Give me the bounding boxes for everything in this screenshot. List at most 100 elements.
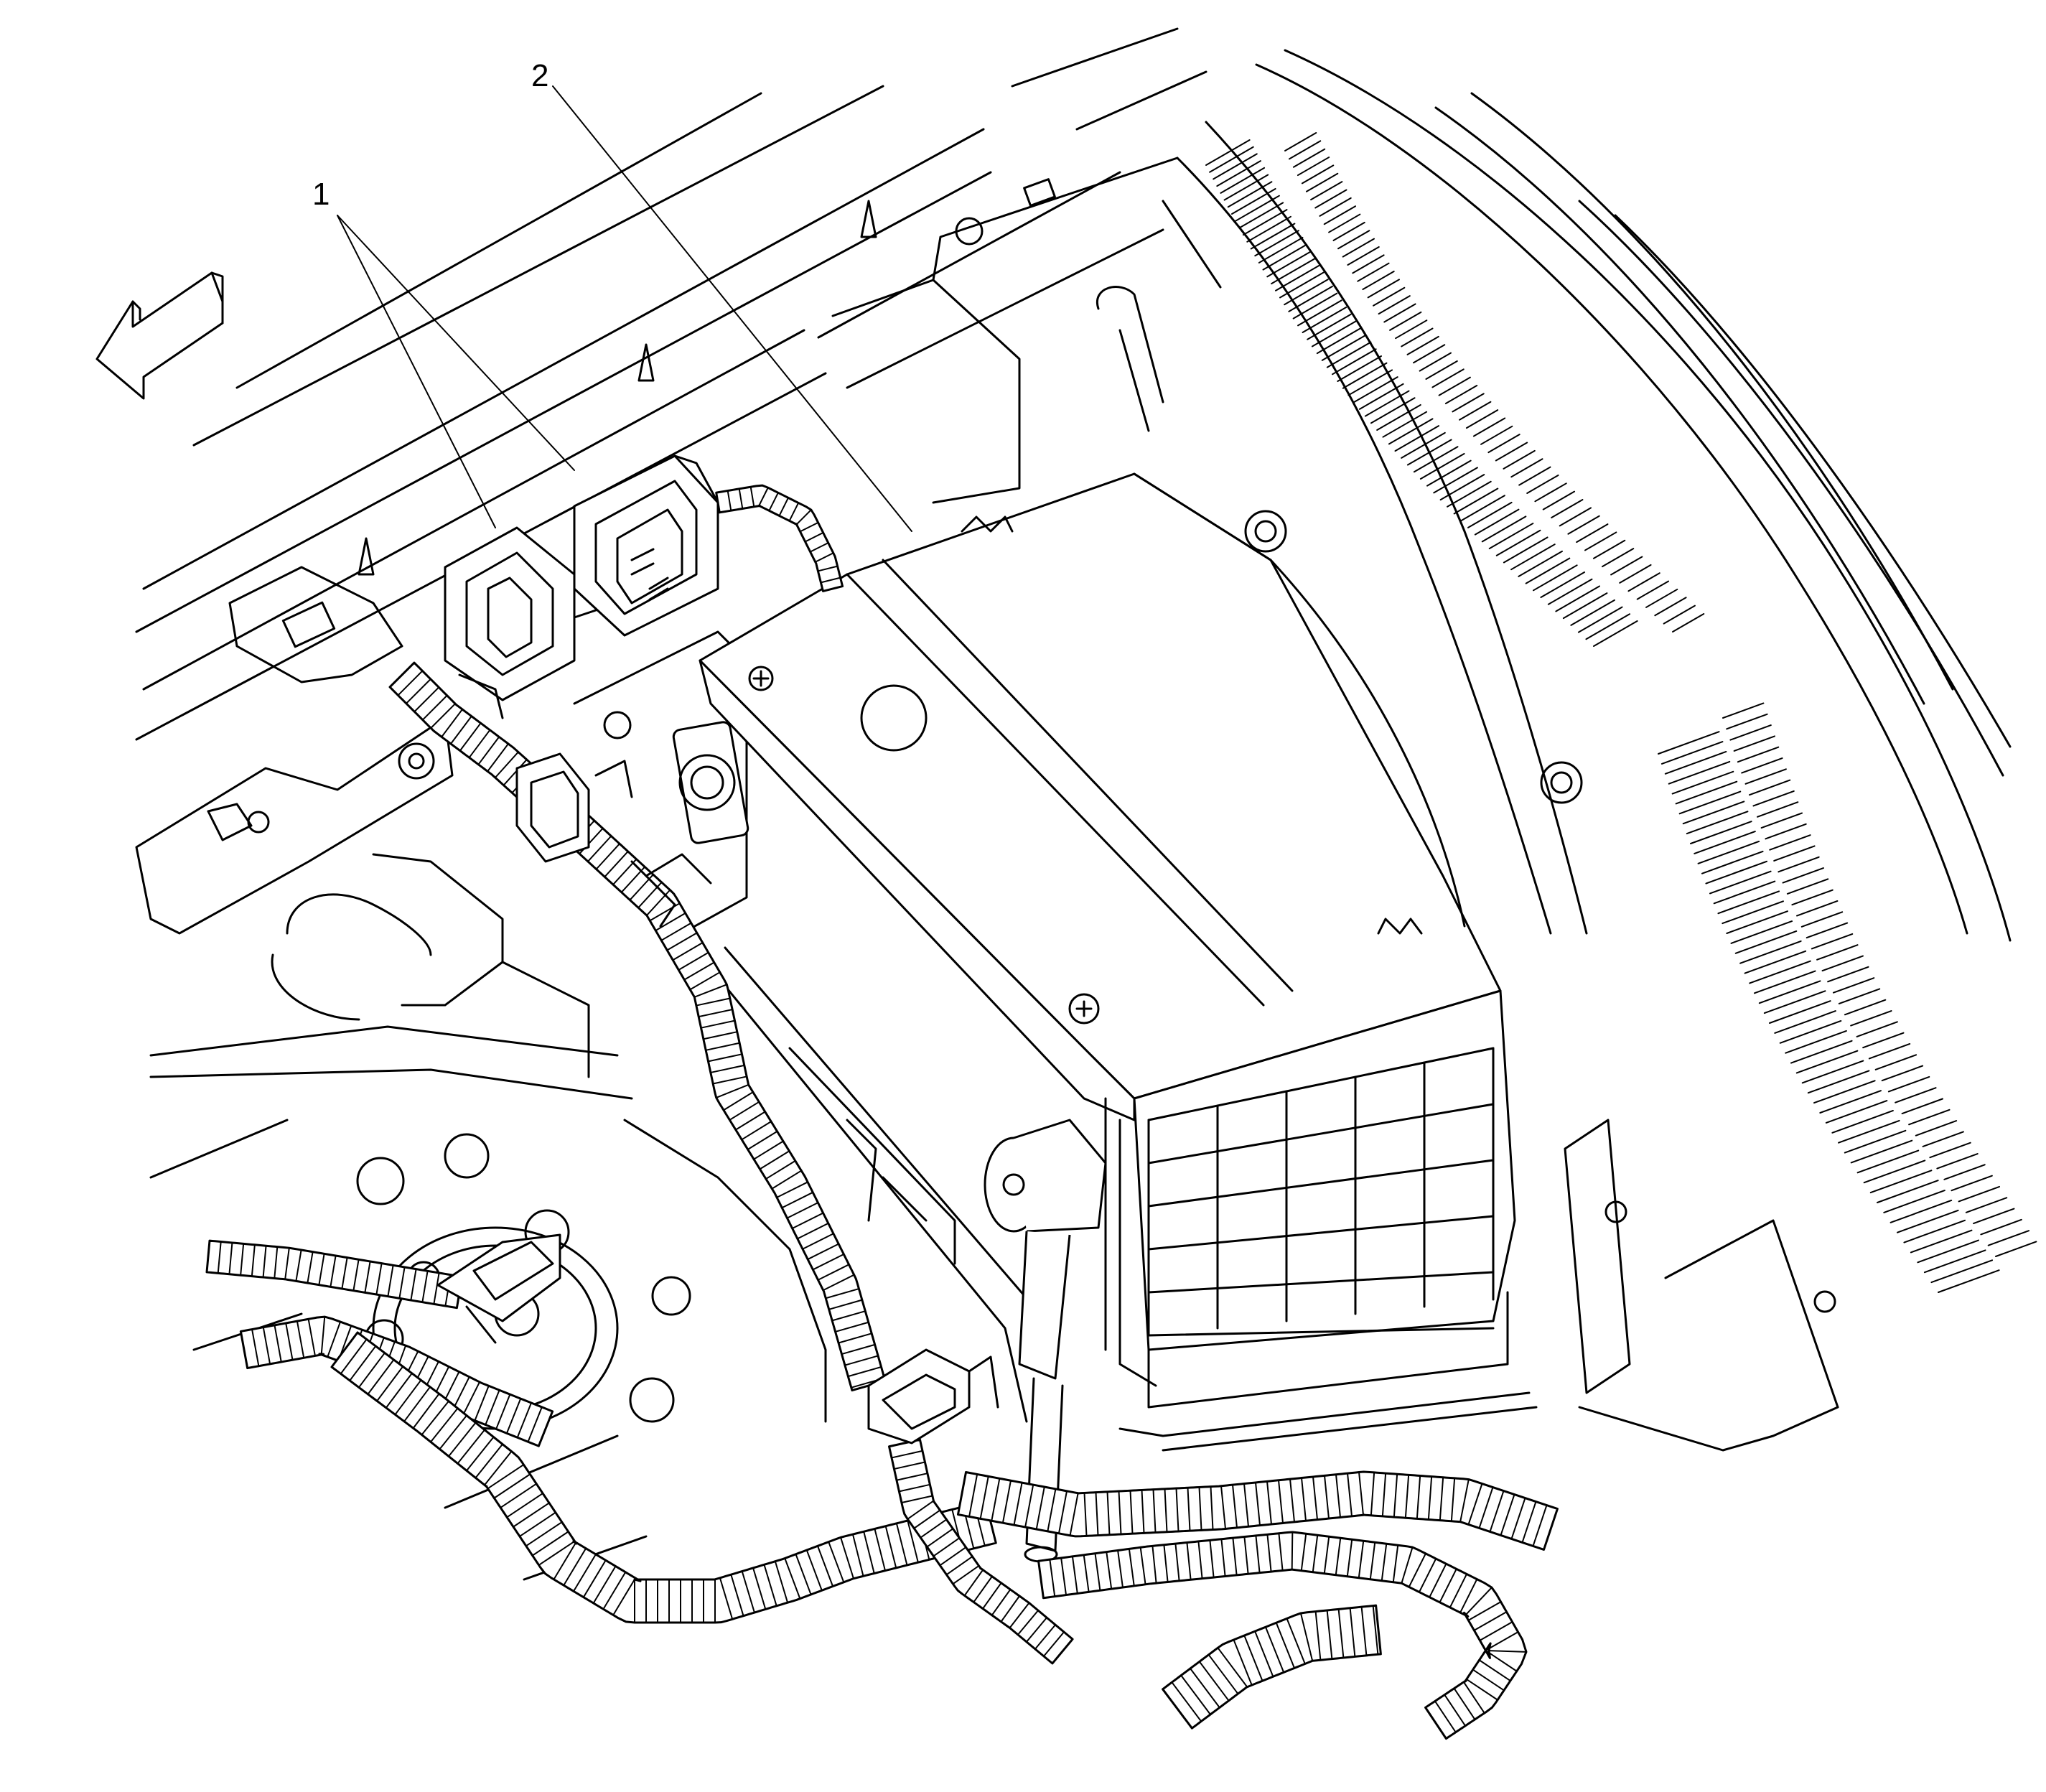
harness-rib [462, 1381, 481, 1417]
harness-rib [331, 1332, 358, 1368]
harness-rib [1418, 1558, 1437, 1593]
vent-slat [1332, 348, 1377, 375]
harness-rib [1485, 1631, 1519, 1651]
harness-rib [604, 850, 629, 878]
grid-rib-horizontal [1147, 1327, 1495, 1337]
harness-rib [1429, 1563, 1447, 1598]
harness-rib [1521, 1501, 1537, 1544]
vent-slat [1722, 900, 1784, 925]
harness-rib [582, 1559, 607, 1598]
harness-rib [689, 971, 721, 991]
cowl-grille-panel [1176, 49, 2037, 1452]
harness-rib [1453, 1687, 1476, 1720]
harness-rib [700, 1019, 736, 1029]
harness-rib [645, 889, 671, 917]
vent-slat [1453, 487, 1499, 515]
harness-rib [709, 1064, 745, 1073]
vent-slat [1593, 620, 1638, 647]
vent-slat [1495, 442, 1528, 462]
vent-slat [1439, 474, 1485, 501]
harness-rib [1349, 1607, 1356, 1658]
harness-rib [1439, 1568, 1457, 1603]
harness-rib [1424, 1707, 1447, 1740]
harness-rib [973, 1575, 993, 1603]
vent-slat [1510, 458, 1543, 478]
vent-slat [1438, 376, 1471, 396]
harness-rib [1510, 1497, 1526, 1540]
vent-slat [1250, 223, 1296, 250]
harness-rib [1162, 1688, 1193, 1730]
vent-slat [1447, 480, 1492, 508]
vent-slat [1730, 920, 1793, 944]
harness-rib [410, 1268, 417, 1302]
vent-slat [1765, 823, 1807, 840]
vent-slat [1936, 1153, 1979, 1170]
harness-rib [1083, 1492, 1088, 1537]
vent-slat [1744, 950, 1807, 974]
vent-slat [1869, 1170, 1933, 1194]
harness-rib [513, 1502, 550, 1528]
harness-rib [1500, 1493, 1515, 1536]
vent-slat [1323, 205, 1357, 225]
harness-rib [774, 1560, 789, 1604]
vent-slat [1246, 215, 1291, 243]
vent-slat [1394, 425, 1440, 452]
vent-slat [1645, 588, 1678, 608]
harness-rib [817, 1264, 850, 1281]
harness-rib [1013, 1482, 1023, 1526]
harness-rib [553, 1541, 577, 1580]
harness-rib [1152, 1488, 1157, 1534]
vent-slat [1675, 780, 1738, 805]
harness-rib [1163, 1544, 1169, 1583]
harness-rib [660, 922, 692, 941]
vent-slat [1868, 1042, 1911, 1060]
vent-slat [1316, 327, 1362, 355]
vent-slat [1671, 770, 1734, 795]
harness-rib [991, 1478, 1001, 1522]
harness-rib [1264, 1626, 1285, 1674]
vent-slat [1378, 295, 1411, 315]
harness-rib [1128, 1548, 1135, 1587]
vent-slat [1342, 238, 1375, 258]
vent-slat [1896, 1209, 1959, 1233]
vent-slat [1534, 482, 1567, 503]
harness-rib [841, 1343, 876, 1355]
vent-slat [1328, 213, 1361, 233]
vent-slat [1576, 523, 1609, 543]
vent-slat [1791, 889, 1834, 906]
harness-rib [1465, 1587, 1493, 1615]
harness-rib [1335, 1537, 1342, 1576]
harness-rib [874, 1528, 886, 1572]
harness-rib [1278, 1479, 1284, 1524]
harness-rib [1117, 1549, 1124, 1589]
vent-slat [1258, 236, 1304, 263]
harness-rib [705, 1042, 741, 1051]
vent-slat [1284, 279, 1329, 306]
vent-slat [1472, 417, 1506, 437]
harness-rib [730, 1574, 744, 1617]
vent-slat [1326, 341, 1372, 368]
vent-slat [1526, 474, 1559, 494]
harness-rib [1254, 1630, 1274, 1678]
vent-slat [1551, 499, 1584, 519]
vent-slat [1495, 529, 1541, 556]
vent-slat [1987, 1230, 2030, 1246]
vent-slat [1510, 543, 1556, 571]
vent-slat [1825, 1100, 1888, 1124]
vent-slat [1389, 311, 1422, 331]
vent-slat [1726, 910, 1788, 934]
vent-slat [1547, 578, 1593, 605]
harness-rib [1358, 1471, 1364, 1516]
vent-slat [1717, 890, 1780, 915]
vent-slat [1690, 821, 1752, 844]
harness-rib [968, 1473, 978, 1518]
vent-slat [1518, 466, 1551, 486]
vent-slat [1205, 139, 1251, 166]
harness-rib [595, 843, 621, 870]
harness-rib [1427, 1475, 1433, 1521]
harness-rib [834, 1321, 869, 1333]
vent-slat [1459, 401, 1492, 421]
vent-slat [1279, 271, 1325, 299]
harness-rib [448, 1422, 477, 1457]
